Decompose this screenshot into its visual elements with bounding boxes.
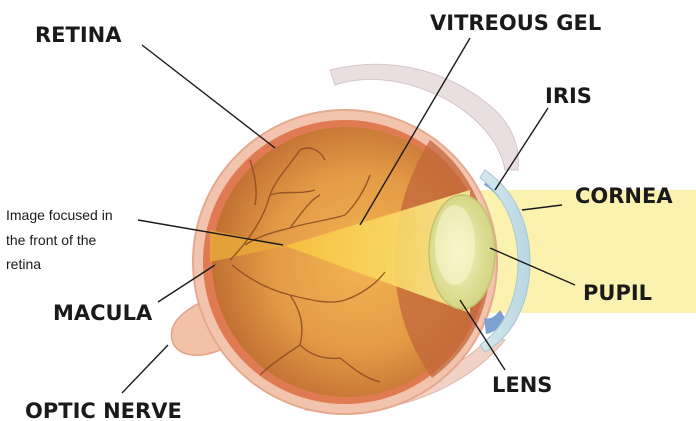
label-vitreous-gel: VITREOUS GEL: [430, 11, 601, 35]
label-pupil: PUPIL: [583, 281, 652, 305]
label-optic-nerve: OPTIC NERVE: [25, 399, 182, 421]
label-cornea: CORNEA: [575, 184, 673, 208]
lens-highlight: [435, 205, 475, 285]
label-macula: MACULA: [53, 301, 153, 325]
retina-leader: [142, 45, 275, 148]
annotation-line-2: the front of the: [6, 232, 96, 248]
annotation-line-1: Image focused in: [6, 207, 113, 223]
label-lens: LENS: [492, 373, 552, 397]
label-retina: RETINA: [35, 23, 122, 47]
annotation-line-3: retina: [6, 256, 41, 272]
label-iris: IRIS: [545, 84, 592, 108]
optic-nerve-leader: [122, 345, 168, 393]
